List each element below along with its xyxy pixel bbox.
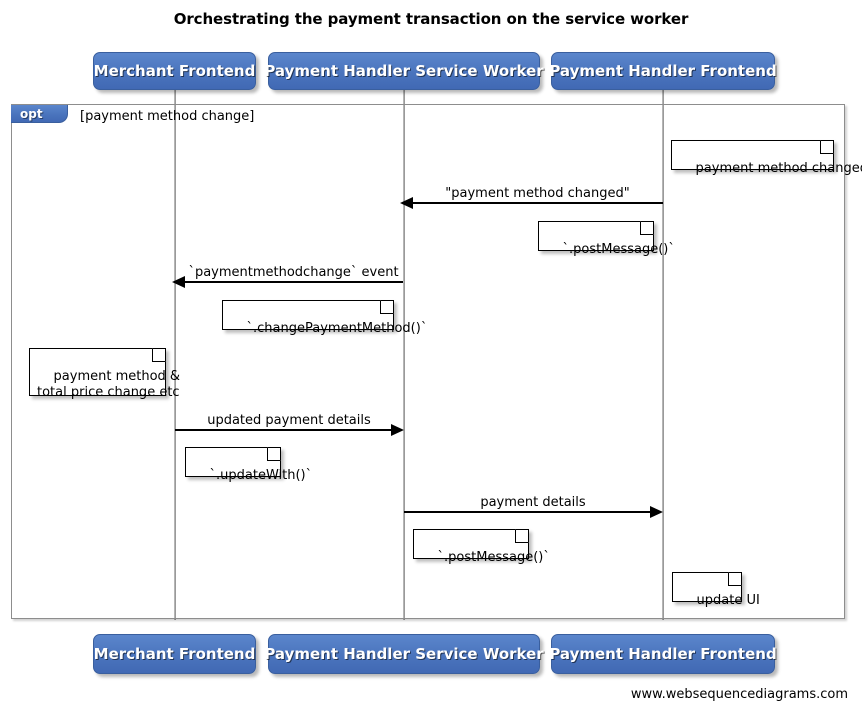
- arrow-head-right-payment-details: [650, 506, 663, 518]
- message-label-updated-payment-details: updated payment details: [207, 413, 371, 428]
- page-title: Orchestrating the payment transaction on…: [173, 10, 689, 28]
- opt-fragment-frame: [11, 104, 845, 619]
- participant-bottom-payment-handler-service-worker[interactable]: Payment Handler Service Worker: [264, 634, 544, 674]
- note-fold-icon: [267, 447, 281, 461]
- opt-fragment-condition: [payment method change]: [80, 109, 255, 124]
- note-post-message-1-text: `.postMessage()`: [562, 242, 675, 257]
- opt-fragment-tab: opt: [11, 105, 68, 123]
- message-line-updated-payment-details: [175, 429, 391, 431]
- note-fold-icon: [515, 529, 529, 543]
- participant-bottom-payment-handler-frontend[interactable]: Payment Handler Frontend: [549, 634, 777, 674]
- participant-top-payment-handler-frontend[interactable]: Payment Handler Frontend: [549, 52, 777, 90]
- note-fold-icon: [728, 572, 742, 586]
- lifeline-payment-handler-service-worker: [403, 90, 405, 620]
- note-payment-method-changed-text: payment method changed: [695, 161, 862, 176]
- note-fold-icon: [820, 140, 834, 154]
- note-fold-icon: [380, 300, 394, 314]
- note-update-with-text: `.updateWith()`: [209, 468, 313, 483]
- lifeline-payment-handler-frontend: [662, 90, 664, 620]
- note-update-with: `.updateWith()`: [185, 447, 312, 483]
- footer-attribution: www.websequencediagrams.com: [630, 687, 848, 702]
- message-label-payment-method-changed: "payment method changed": [445, 186, 630, 201]
- participant-bottom-merchant-frontend[interactable]: Merchant Frontend: [93, 634, 256, 674]
- note-update-ui: update UI: [672, 572, 760, 608]
- participant-top-payment-handler-service-worker[interactable]: Payment Handler Service Worker: [264, 52, 544, 90]
- message-label-paymentmethodchange-event: `paymentmethodchange` event: [188, 265, 399, 280]
- note-post-message-2: `.postMessage()`: [413, 529, 550, 565]
- note-payment-method-total-price: payment method & total price change etc: [29, 348, 180, 400]
- note-fold-icon: [640, 221, 654, 235]
- message-line-payment-details: [404, 511, 650, 513]
- note-payment-method-total-price-text: payment method & total price change etc: [37, 369, 181, 400]
- message-line-paymentmethodchange-event: [184, 281, 403, 283]
- message-label-payment-details: payment details: [480, 495, 586, 510]
- lifeline-merchant-frontend: [174, 90, 176, 620]
- arrow-head-left-paymentmethodchange-event: [172, 276, 185, 288]
- participant-top-merchant-frontend[interactable]: Merchant Frontend: [93, 52, 256, 90]
- arrow-head-right-updated-payment-details: [391, 424, 404, 436]
- note-post-message-1: `.postMessage()`: [538, 221, 675, 257]
- message-line-payment-method-changed: [412, 202, 663, 204]
- note-fold-icon: [152, 348, 166, 362]
- note-change-payment-method-text: `.changePaymentMethod()`: [246, 321, 428, 336]
- note-update-ui-text: update UI: [696, 593, 760, 608]
- arrow-head-left-payment-method-changed: [400, 197, 413, 209]
- note-payment-method-changed: payment method changed: [671, 140, 862, 176]
- note-change-payment-method: `.changePaymentMethod()`: [222, 300, 427, 336]
- note-post-message-2-text: `.postMessage()`: [437, 550, 550, 565]
